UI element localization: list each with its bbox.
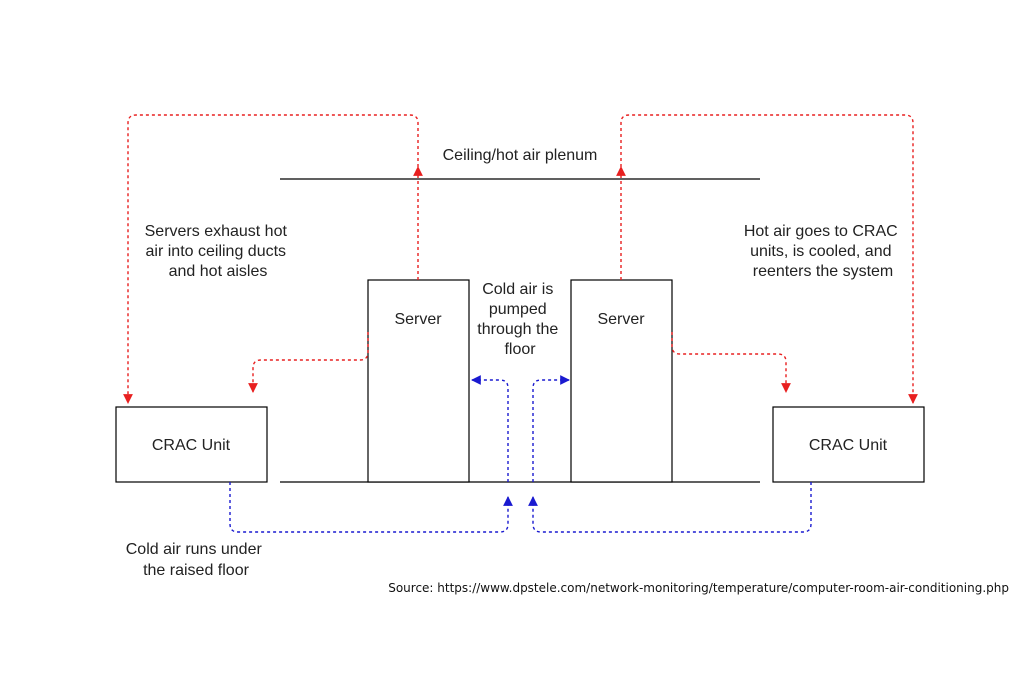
hot-air-crac-note: Hot air goes to CRAC units, is cooled, a… bbox=[744, 223, 902, 280]
servers-exhaust-note: Servers exhaust hot air into ceiling duc… bbox=[145, 223, 292, 280]
server-left-label: Server bbox=[394, 311, 442, 328]
crac-unit-left-label: CRAC Unit bbox=[152, 437, 231, 454]
server-right bbox=[570, 279, 673, 483]
cold-air-under-floor-left-arrow bbox=[229, 482, 513, 533]
hot-aisle-left-arrow bbox=[248, 332, 369, 393]
cold-air-up-right-arrow bbox=[532, 375, 570, 482]
hot-aisle-right-arrow bbox=[671, 332, 791, 393]
cold-air-runs-note: Cold air runs under the raised floor bbox=[126, 541, 267, 579]
hot-air-duct-left-arrow bbox=[123, 114, 419, 404]
cold-air-up-left-arrow bbox=[471, 375, 509, 482]
crac-unit-right bbox=[772, 406, 925, 483]
cold-air-under-floor-right-arrow bbox=[528, 482, 812, 533]
cold-air-pumped-note: Cold air is pumped through the floor bbox=[477, 281, 562, 358]
crac-unit-right-label: CRAC Unit bbox=[809, 437, 888, 454]
crac-unit-left bbox=[115, 406, 268, 483]
server-left bbox=[367, 279, 470, 483]
hot-air-duct-right-arrow bbox=[620, 114, 918, 404]
source-caption: Source: https://www.dpstele.com/network-… bbox=[388, 581, 1009, 595]
ceiling-label: Ceiling/hot air plenum bbox=[443, 147, 598, 164]
server-right-label: Server bbox=[597, 311, 645, 328]
